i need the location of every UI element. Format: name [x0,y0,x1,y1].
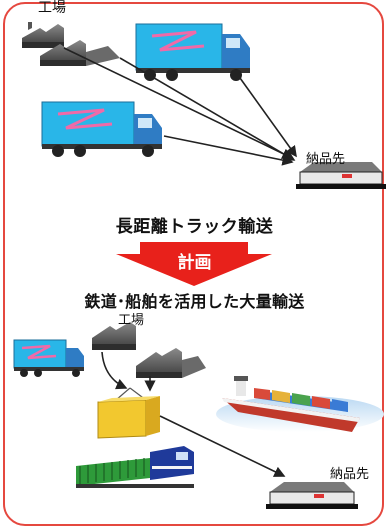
truck-icon-2 [41,101,162,157]
truck-icon [135,23,250,81]
factory-bottom-icon-2 [136,348,206,378]
heading-long-distance-trucking: 長距離トラック輸送 [115,217,274,237]
factory-bottom-icon [92,322,136,350]
factory-top-icon-2 [40,40,120,66]
train-icon [76,446,194,488]
ship-icon [216,376,384,432]
truck-icon-3 [13,339,84,377]
factory-top-icon [22,22,64,48]
factory-top-label: 工場 [38,0,66,16]
container-icon [97,387,160,439]
destination-bottom-label: 納品先 [330,467,370,482]
destination-top-icon [296,162,386,189]
destination-top-label: 納品先 [306,152,346,167]
factory-bottom-label: 工場 [118,313,145,328]
destination-bottom-icon [266,482,358,509]
plan-arrow [116,242,272,286]
heading-rail-ship-transport: 鉄道･船舶を活用した大量輸送 [84,292,305,311]
plan-label: 計画 [177,253,212,273]
